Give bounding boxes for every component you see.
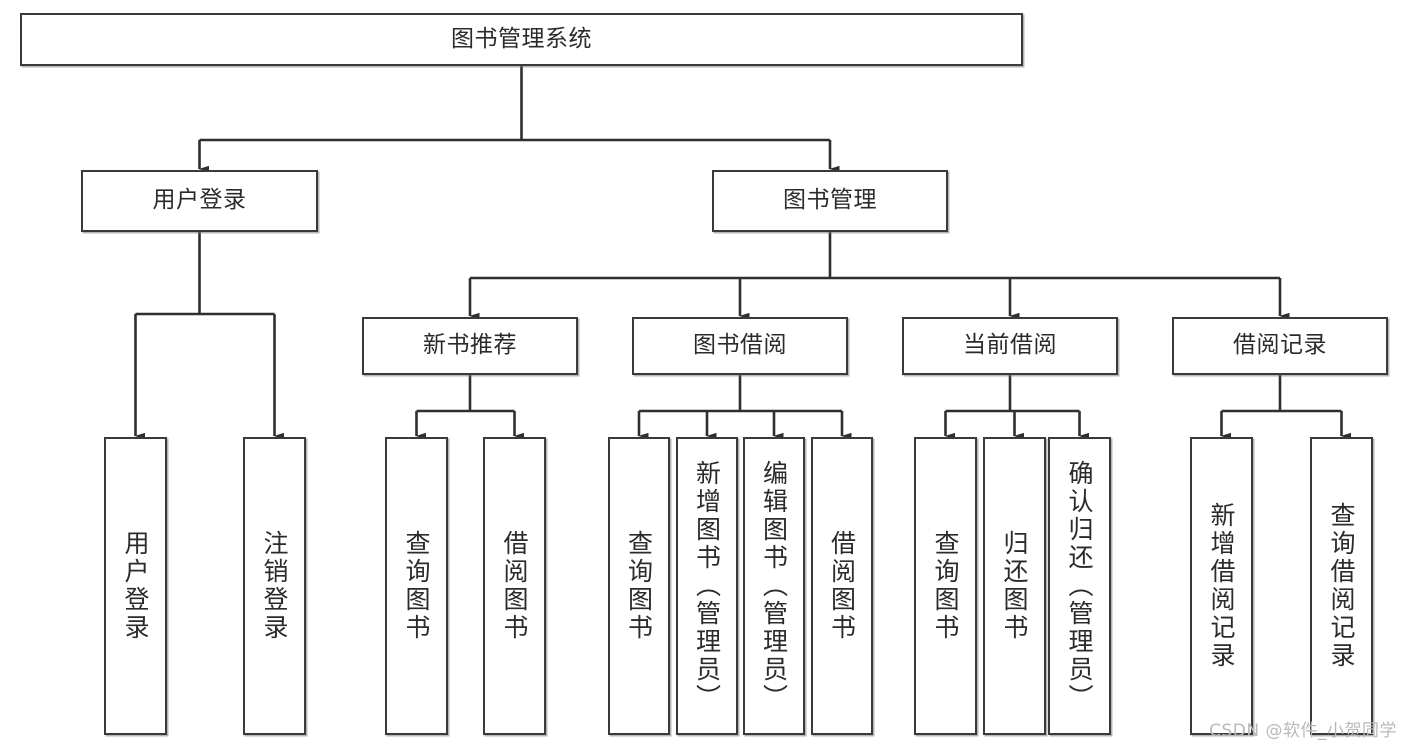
node-root-label: 图书管理系统: [451, 25, 592, 52]
leaf-user-login-label: 用户登录: [121, 530, 150, 642]
leaf-edit-book[interactable]: 编辑图书（管理员）: [743, 437, 805, 735]
leaf-borrow-book-recommend[interactable]: 借阅图书: [483, 437, 546, 735]
leaf-user-login[interactable]: 用户登录: [104, 437, 167, 735]
connector-lines: [134, 66, 1352, 440]
leaf-query-borrow-record[interactable]: 查询借阅记录: [1310, 437, 1373, 735]
leaf-borrow-book-label: 借阅图书: [827, 530, 857, 642]
leaf-query-book-current[interactable]: 查询图书: [914, 437, 977, 735]
leaf-query-book-recommend-label: 查询图书: [402, 530, 431, 642]
leaf-add-book[interactable]: 新增图书（管理员）: [676, 437, 738, 735]
leaf-add-borrow-record-label: 新增借阅记录: [1207, 502, 1236, 670]
leaf-query-book-borrow-label: 查询图书: [624, 530, 654, 642]
leaf-query-book-recommend[interactable]: 查询图书: [385, 437, 448, 735]
node-book-management-label: 图书管理: [783, 187, 877, 214]
node-book-management[interactable]: 图书管理: [712, 170, 948, 232]
leaf-logout-login[interactable]: 注销登录: [243, 437, 306, 735]
leaf-query-book-borrow[interactable]: 查询图书: [608, 437, 670, 735]
node-borrow-record-label: 借阅记录: [1233, 332, 1327, 359]
node-borrow-record[interactable]: 借阅记录: [1172, 317, 1388, 375]
leaf-add-book-label: 新增图书（管理员）: [692, 460, 722, 712]
leaf-logout-login-label: 注销登录: [260, 530, 289, 642]
leaf-confirm-return[interactable]: 确认归还（管理员）: [1048, 437, 1111, 735]
node-book-borrow[interactable]: 图书借阅: [632, 317, 848, 375]
leaf-add-borrow-record[interactable]: 新增借阅记录: [1190, 437, 1253, 735]
leaf-query-borrow-record-label: 查询借阅记录: [1327, 502, 1356, 670]
leaf-return-book-label: 归还图书: [1000, 530, 1029, 642]
node-user-login[interactable]: 用户登录: [81, 170, 318, 232]
node-new-book-recommend[interactable]: 新书推荐: [362, 317, 578, 375]
node-current-borrow[interactable]: 当前借阅: [902, 317, 1118, 375]
node-current-borrow-label: 当前借阅: [963, 332, 1057, 359]
leaf-return-book[interactable]: 归还图书: [983, 437, 1046, 735]
node-new-book-recommend-label: 新书推荐: [423, 332, 517, 359]
watermark: CSDN @软件_小贺同学: [1209, 721, 1397, 741]
node-user-login-label: 用户登录: [152, 187, 247, 214]
leaf-query-book-current-label: 查询图书: [931, 530, 960, 642]
leaf-confirm-return-label: 确认归还（管理员）: [1065, 460, 1094, 712]
leaf-borrow-book[interactable]: 借阅图书: [811, 437, 873, 735]
leaf-edit-book-label: 编辑图书（管理员）: [759, 460, 789, 712]
leaf-borrow-book-recommend-label: 借阅图书: [500, 530, 529, 642]
node-book-borrow-label: 图书借阅: [693, 332, 787, 359]
node-root[interactable]: 图书管理系统: [20, 13, 1023, 66]
